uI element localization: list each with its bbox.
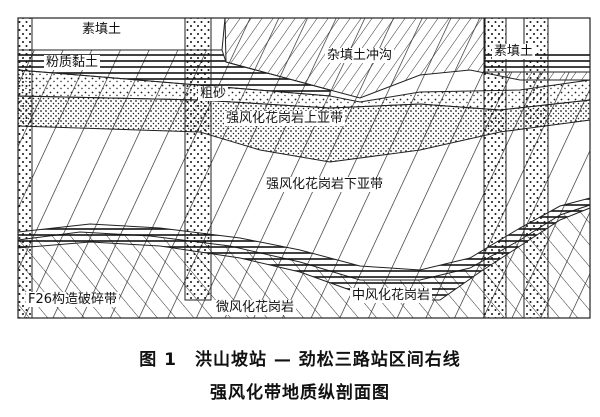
figure-caption-line1: 图 1 洪山坡站 — 劲松三路站区间右线	[139, 350, 461, 370]
label-coarse-sand: 粗砂	[198, 86, 229, 101]
geologic-profile: 素填土 粉质黏土 杂填土冲沟 素填土 粗砂 强风化花岗岩上亚带 强风化花岗岩下亚…	[17, 17, 591, 319]
strata-moderate-granite	[17, 197, 591, 301]
label-silty-clay: 粉质黏土	[44, 55, 101, 70]
label-fill-right: 素填土	[492, 44, 536, 59]
borehole-4	[523, 17, 549, 319]
figure-caption-line2: 强风化带地质纵剖面图	[210, 383, 390, 403]
label-fault-zone: F26构造破碎带	[26, 292, 120, 307]
label-moderate-granite: 中风化花岗岩	[350, 288, 433, 303]
label-upper-subzone: 强风化花岗岩上亚带	[224, 111, 346, 126]
borehole-3	[483, 17, 507, 319]
borehole-2	[184, 17, 212, 301]
label-gully: 杂填土冲沟	[325, 48, 395, 63]
label-fill-left: 素填土	[80, 22, 124, 37]
label-lower-subzone: 强风化花岗岩下亚带	[264, 177, 386, 192]
label-slight-granite: 微风化花岗岩	[214, 300, 297, 315]
borehole-1	[17, 17, 33, 319]
